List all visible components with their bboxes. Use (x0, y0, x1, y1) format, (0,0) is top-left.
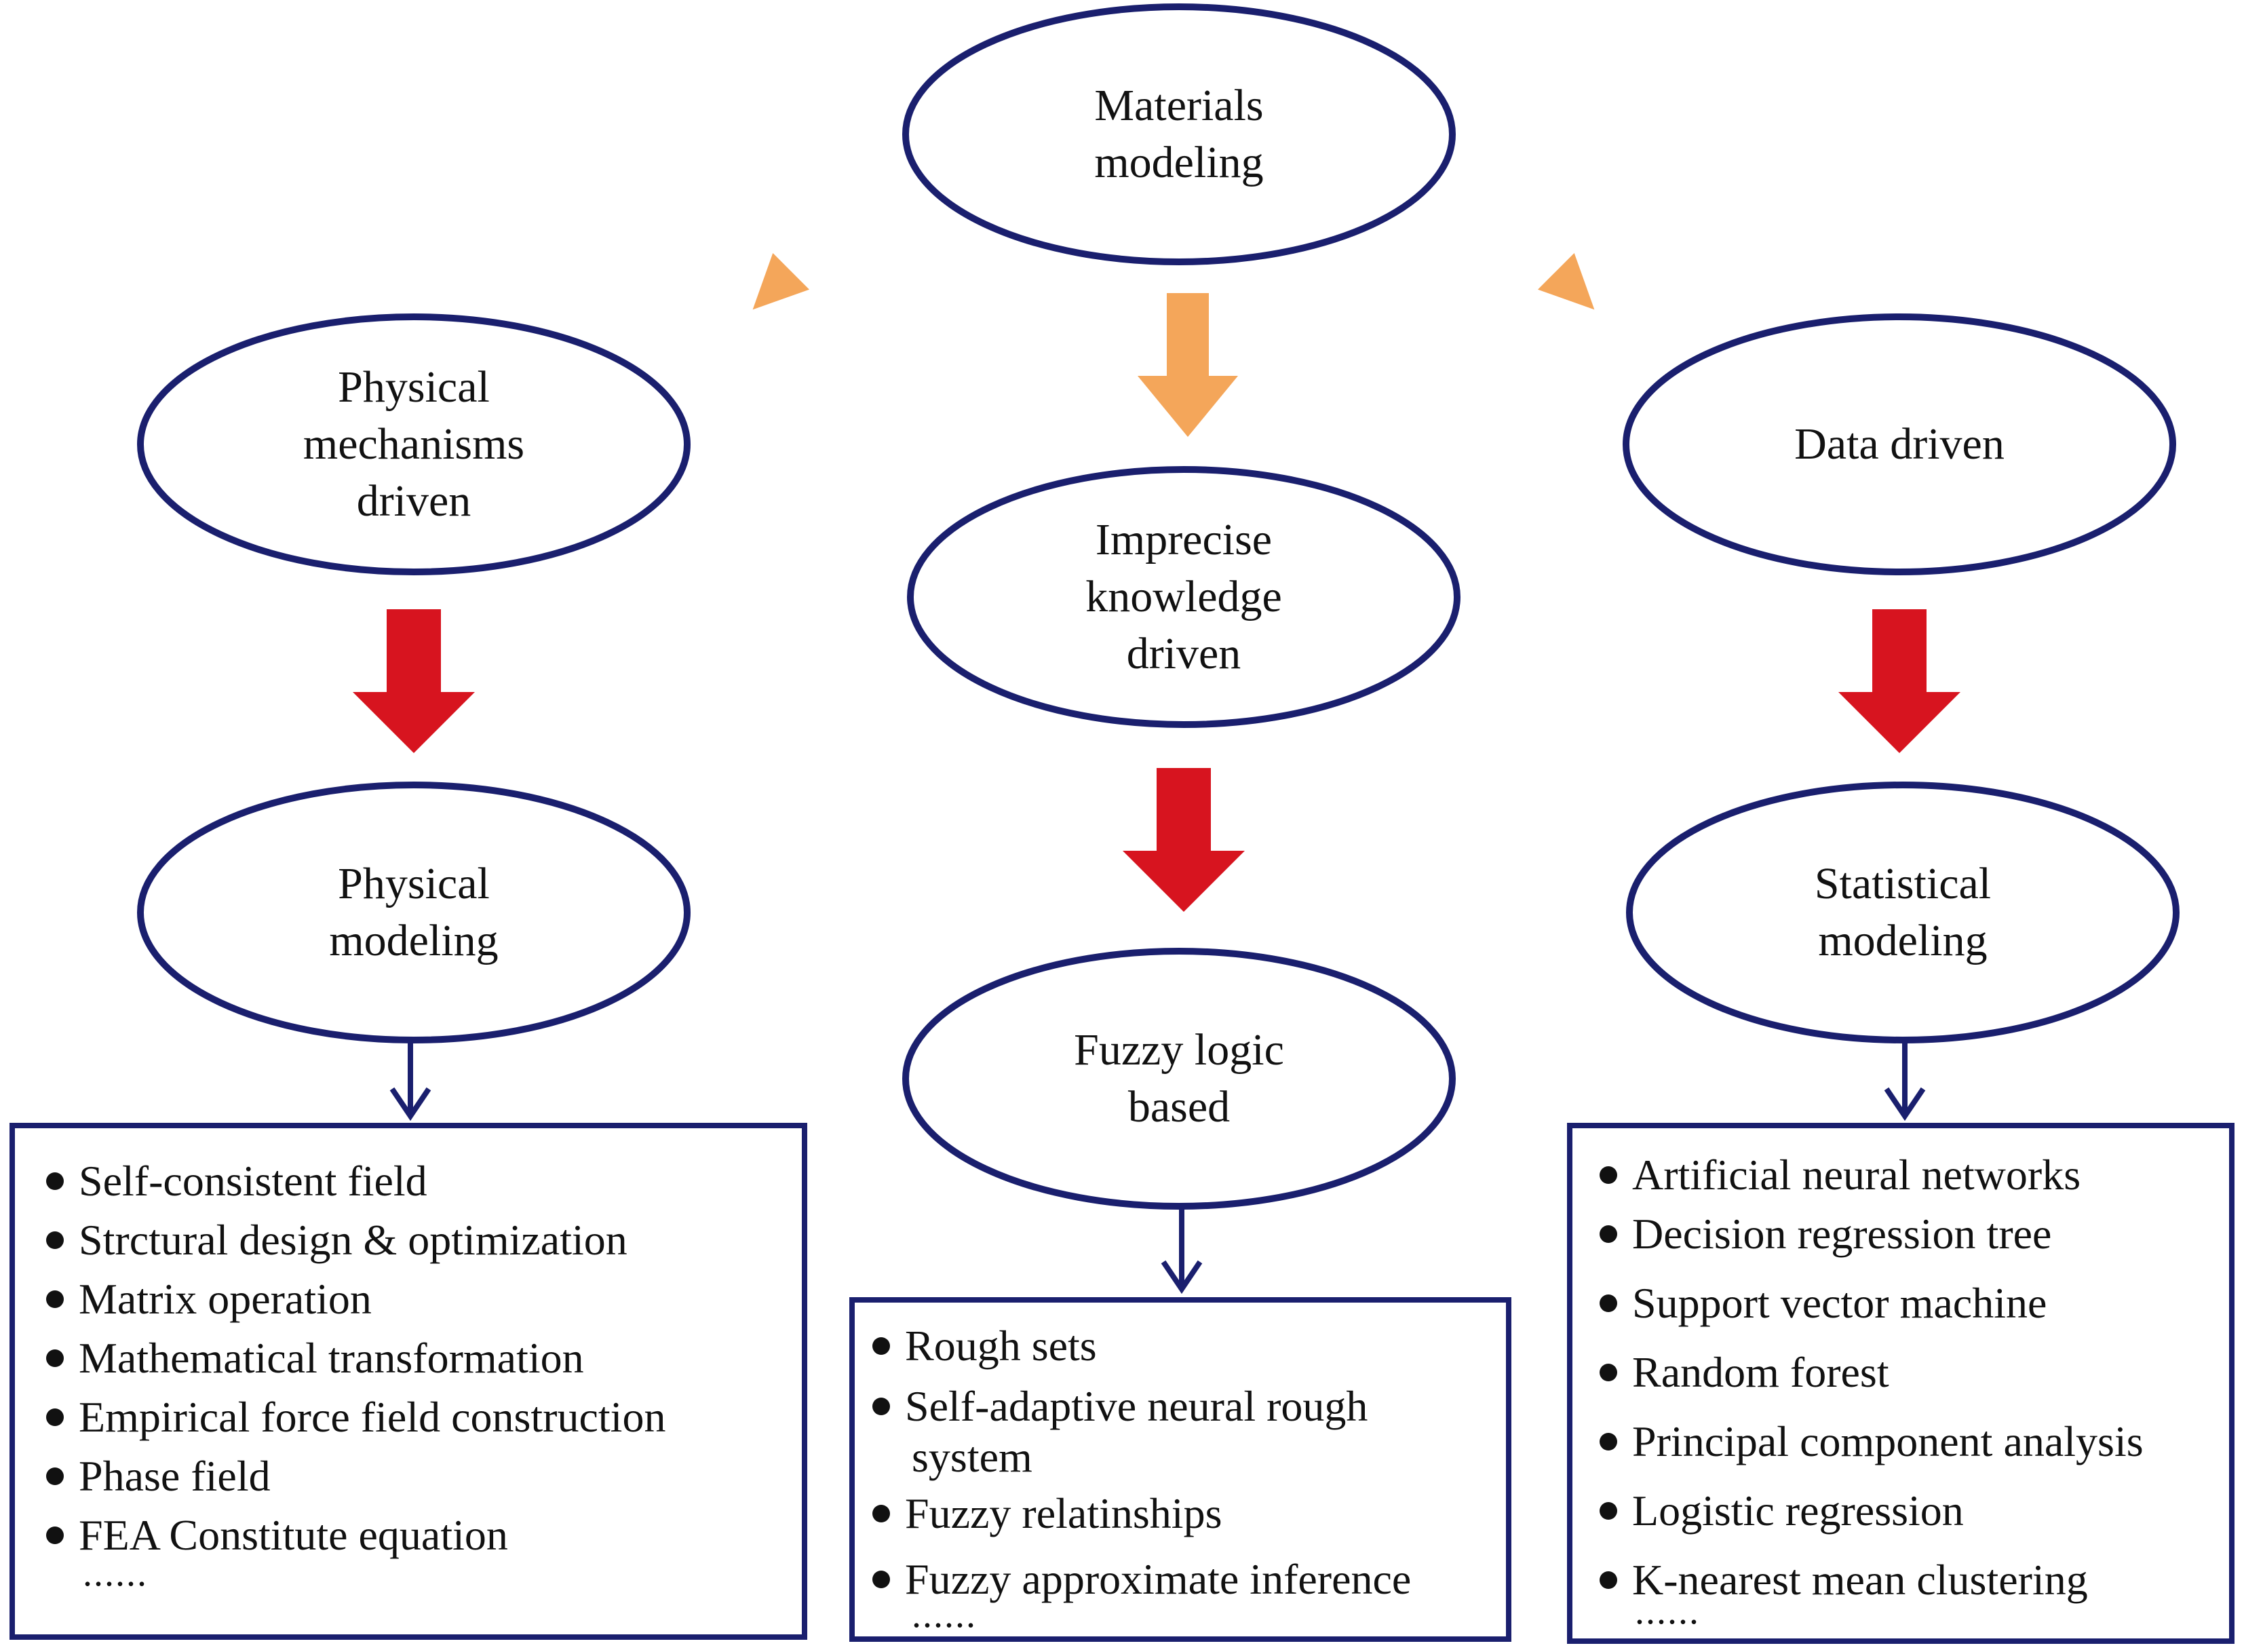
red-arrow-imprecise (1123, 768, 1245, 912)
fuzzy-logic-label: Fuzzy logic based (975, 985, 1382, 1172)
bullet-icon (46, 1349, 64, 1367)
bullet-icon (872, 1337, 890, 1355)
label-line: Data driven (1794, 419, 2005, 469)
label-line: Fuzzy logic (1074, 1025, 1284, 1075)
list-item: Principal component analysis (1632, 1417, 2144, 1465)
list-item: K-nearest mean clustering (1632, 1556, 2088, 1604)
bullet-icon (1600, 1364, 1617, 1381)
fuzzy-methods-box: Rough sets Self-adaptive neural rough sy… (849, 1297, 1511, 1642)
bullet-icon (1600, 1433, 1617, 1451)
orange-arrow-center (1138, 293, 1238, 437)
list-item: Self-consistent field (79, 1157, 427, 1205)
bullet-icon (46, 1172, 64, 1190)
list-item: Random forest (1632, 1348, 1889, 1396)
list-item: Support vector machine (1632, 1279, 2047, 1327)
label-line: driven (1126, 629, 1241, 678)
connector-physical (389, 1040, 431, 1121)
list-item: Phase field (79, 1452, 271, 1500)
connector-statistical (1884, 1040, 1926, 1121)
label-line: driven (356, 476, 471, 526)
red-arrow-data (1838, 609, 1960, 753)
list-item: Fuzzy approximate inference (905, 1555, 1412, 1603)
label-line: Physical (338, 859, 490, 908)
bullet-icon (1600, 1225, 1617, 1243)
list-item: Artificial neural networks (1632, 1151, 2081, 1199)
bullet-icon (872, 1505, 890, 1522)
statistical-modeling-label: Statistical modeling (1699, 819, 2106, 1006)
label-line: modeling (329, 916, 499, 965)
bullet-icon (1600, 1571, 1617, 1589)
data-driven-label: Data driven (1696, 351, 2103, 538)
label-line: Materials (1094, 81, 1264, 130)
statistical-methods-box: Artificial neural networks Decision regr… (1567, 1123, 2235, 1644)
list-item: Self-adaptive neural rough (905, 1382, 1368, 1430)
list-item: Mathematical transformation (79, 1334, 584, 1382)
root-label: Materials modeling (975, 41, 1382, 228)
list-item: Fuzzy relatinships (905, 1489, 1222, 1537)
label-line: modeling (1094, 138, 1264, 187)
label-line: Statistical (1814, 859, 1992, 908)
list-item: Rough sets (905, 1322, 1097, 1370)
list-item: FEA Constitute equation (79, 1511, 508, 1559)
bullet-icon (46, 1467, 64, 1485)
label-line: Physical (338, 362, 490, 412)
label-line: knowledge (1085, 572, 1282, 621)
physical-driven-label: Physical mechanisms driven (210, 351, 617, 538)
imprecise-driven-label: Imprecise knowledge driven (980, 503, 1387, 691)
bullet-icon (872, 1398, 890, 1415)
bullet-icon (1600, 1166, 1617, 1184)
orange-arrow-left (752, 242, 821, 310)
label-line: mechanisms (303, 419, 525, 469)
list-item: Empirical force field construction (79, 1393, 666, 1441)
list-item: system (912, 1433, 1032, 1481)
list-item: Matrix operation (79, 1275, 372, 1323)
bullet-icon (46, 1526, 64, 1544)
root-ellipse (902, 3, 1456, 265)
more-ellipsis: ...... (1635, 1590, 1700, 1632)
physical-methods-box: Self-consistent field Strctural design &… (9, 1123, 807, 1640)
more-ellipsis: ...... (83, 1552, 148, 1594)
physical-driven-ellipse (137, 313, 691, 575)
bullet-icon (1600, 1502, 1617, 1520)
more-ellipsis: ...... (912, 1594, 977, 1636)
bullet-icon (1600, 1294, 1617, 1312)
imprecise-driven-ellipse (907, 466, 1460, 728)
physical-modeling-label: Physical modeling (210, 819, 617, 1006)
bullet-icon (872, 1571, 890, 1588)
physical-modeling-ellipse (137, 782, 691, 1043)
label-line: based (1127, 1082, 1231, 1132)
label-line: Imprecise (1095, 515, 1273, 564)
red-arrow-physical (353, 609, 475, 753)
list-item: Decision regression tree (1632, 1210, 2052, 1258)
connector-fuzzy (1161, 1206, 1203, 1294)
list-item: Logistic regression (1632, 1486, 1964, 1535)
bullet-icon (46, 1290, 64, 1308)
bullet-icon (46, 1231, 64, 1249)
data-driven-ellipse (1623, 313, 2176, 575)
orange-arrow-right (1526, 242, 1595, 310)
bullet-icon (46, 1408, 64, 1426)
label-line: modeling (1818, 916, 1988, 965)
list-item: Strctural design & optimization (79, 1216, 627, 1264)
